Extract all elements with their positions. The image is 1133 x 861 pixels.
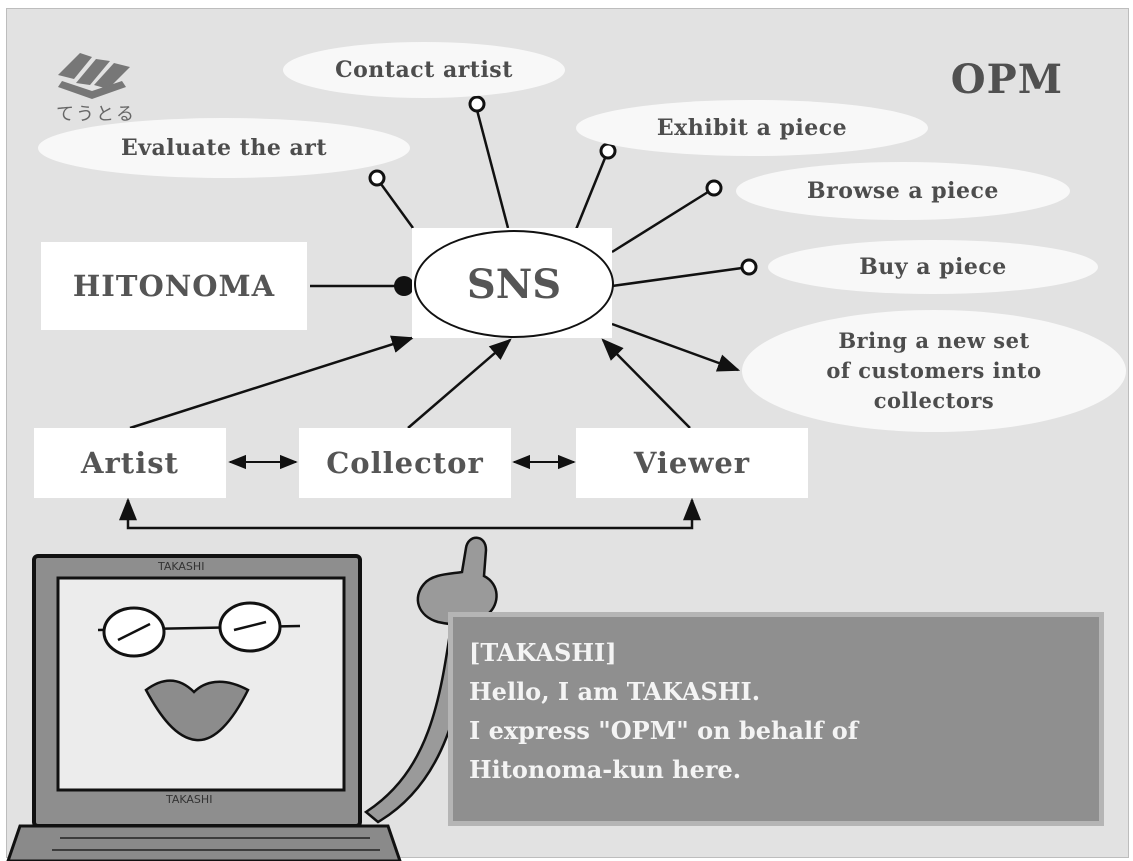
dialog-line: Hitonoma-kun here. xyxy=(469,755,742,784)
arrow-collector-sns xyxy=(407,338,512,429)
pin-evaluate xyxy=(368,169,386,187)
bubble-line: collectors xyxy=(873,388,995,413)
pin-contact xyxy=(468,95,486,113)
connector-browse xyxy=(611,190,709,254)
arrow-artist-sns xyxy=(129,335,415,430)
pin-exhibit xyxy=(599,142,617,160)
role-label: Viewer xyxy=(633,446,751,480)
hitonoma-box: HITONOMA xyxy=(41,242,307,330)
bubble-label: Exhibit a piece xyxy=(656,115,848,141)
connector-contact xyxy=(475,109,510,229)
arrow-artist-viewer-loop xyxy=(119,497,701,530)
laptop-bottom-name: TAKASHI xyxy=(166,793,213,806)
computer-character xyxy=(6,536,498,861)
lips-icon xyxy=(144,679,250,742)
eye-mark xyxy=(117,622,151,642)
bubble-line: of customers into xyxy=(826,358,1042,383)
bubble-contact-artist: Contact artist xyxy=(283,42,565,98)
arrow-viewer-sns xyxy=(601,338,691,429)
bubble-exhibit-piece: Exhibit a piece xyxy=(576,100,928,156)
pin-browse xyxy=(705,179,723,197)
bubble-buy-piece: Buy a piece xyxy=(768,240,1098,294)
role-label: Artist xyxy=(81,446,179,480)
bubble-evaluate-art: Evaluate the art xyxy=(38,118,410,178)
logo-text: てうとる xyxy=(56,104,136,125)
bubble-label: Buy a piece xyxy=(859,254,1007,280)
laptop-keyboard xyxy=(6,824,402,861)
speech-dialog: [TAKASHI] Hello, I am TAKASHI. I express… xyxy=(448,612,1104,826)
sns-hub: SNS xyxy=(414,230,614,338)
bubble-line: Bring a new set xyxy=(838,328,1030,353)
bubble-bring-customers: Bring a new set of customers into collec… xyxy=(742,310,1126,432)
hitonoma-joint-dot xyxy=(394,276,414,296)
role-collector: Collector xyxy=(299,428,511,498)
bubble-label: Contact artist xyxy=(335,57,513,83)
laptop-top-name: TAKASHI xyxy=(158,560,205,573)
laptop-screen xyxy=(56,576,346,792)
hands-logo-icon xyxy=(58,53,130,99)
connector-evaluate xyxy=(379,183,415,229)
pin-buy xyxy=(740,258,758,276)
role-viewer: Viewer xyxy=(576,428,808,498)
dialog-line: I express "OPM" on behalf of xyxy=(469,716,859,745)
hitonoma-label: HITONOMA xyxy=(72,269,276,303)
brand-title: OPM xyxy=(950,56,1063,103)
eye-mark xyxy=(233,620,267,632)
role-artist: Artist xyxy=(34,428,226,498)
connector-buy xyxy=(611,266,743,288)
role-label: Collector xyxy=(326,446,484,480)
bubble-label: Browse a piece xyxy=(807,178,999,204)
sns-label: SNS xyxy=(466,260,562,308)
bubble-label: Evaluate the art xyxy=(120,135,328,161)
dialog-speaker: [TAKASHI] xyxy=(469,638,617,667)
arrow-to-bring xyxy=(611,322,741,372)
dialog-line: Hello, I am TAKASHI. xyxy=(469,677,761,706)
bubble-browse-piece: Browse a piece xyxy=(736,162,1070,220)
connector-exhibit xyxy=(573,157,607,233)
